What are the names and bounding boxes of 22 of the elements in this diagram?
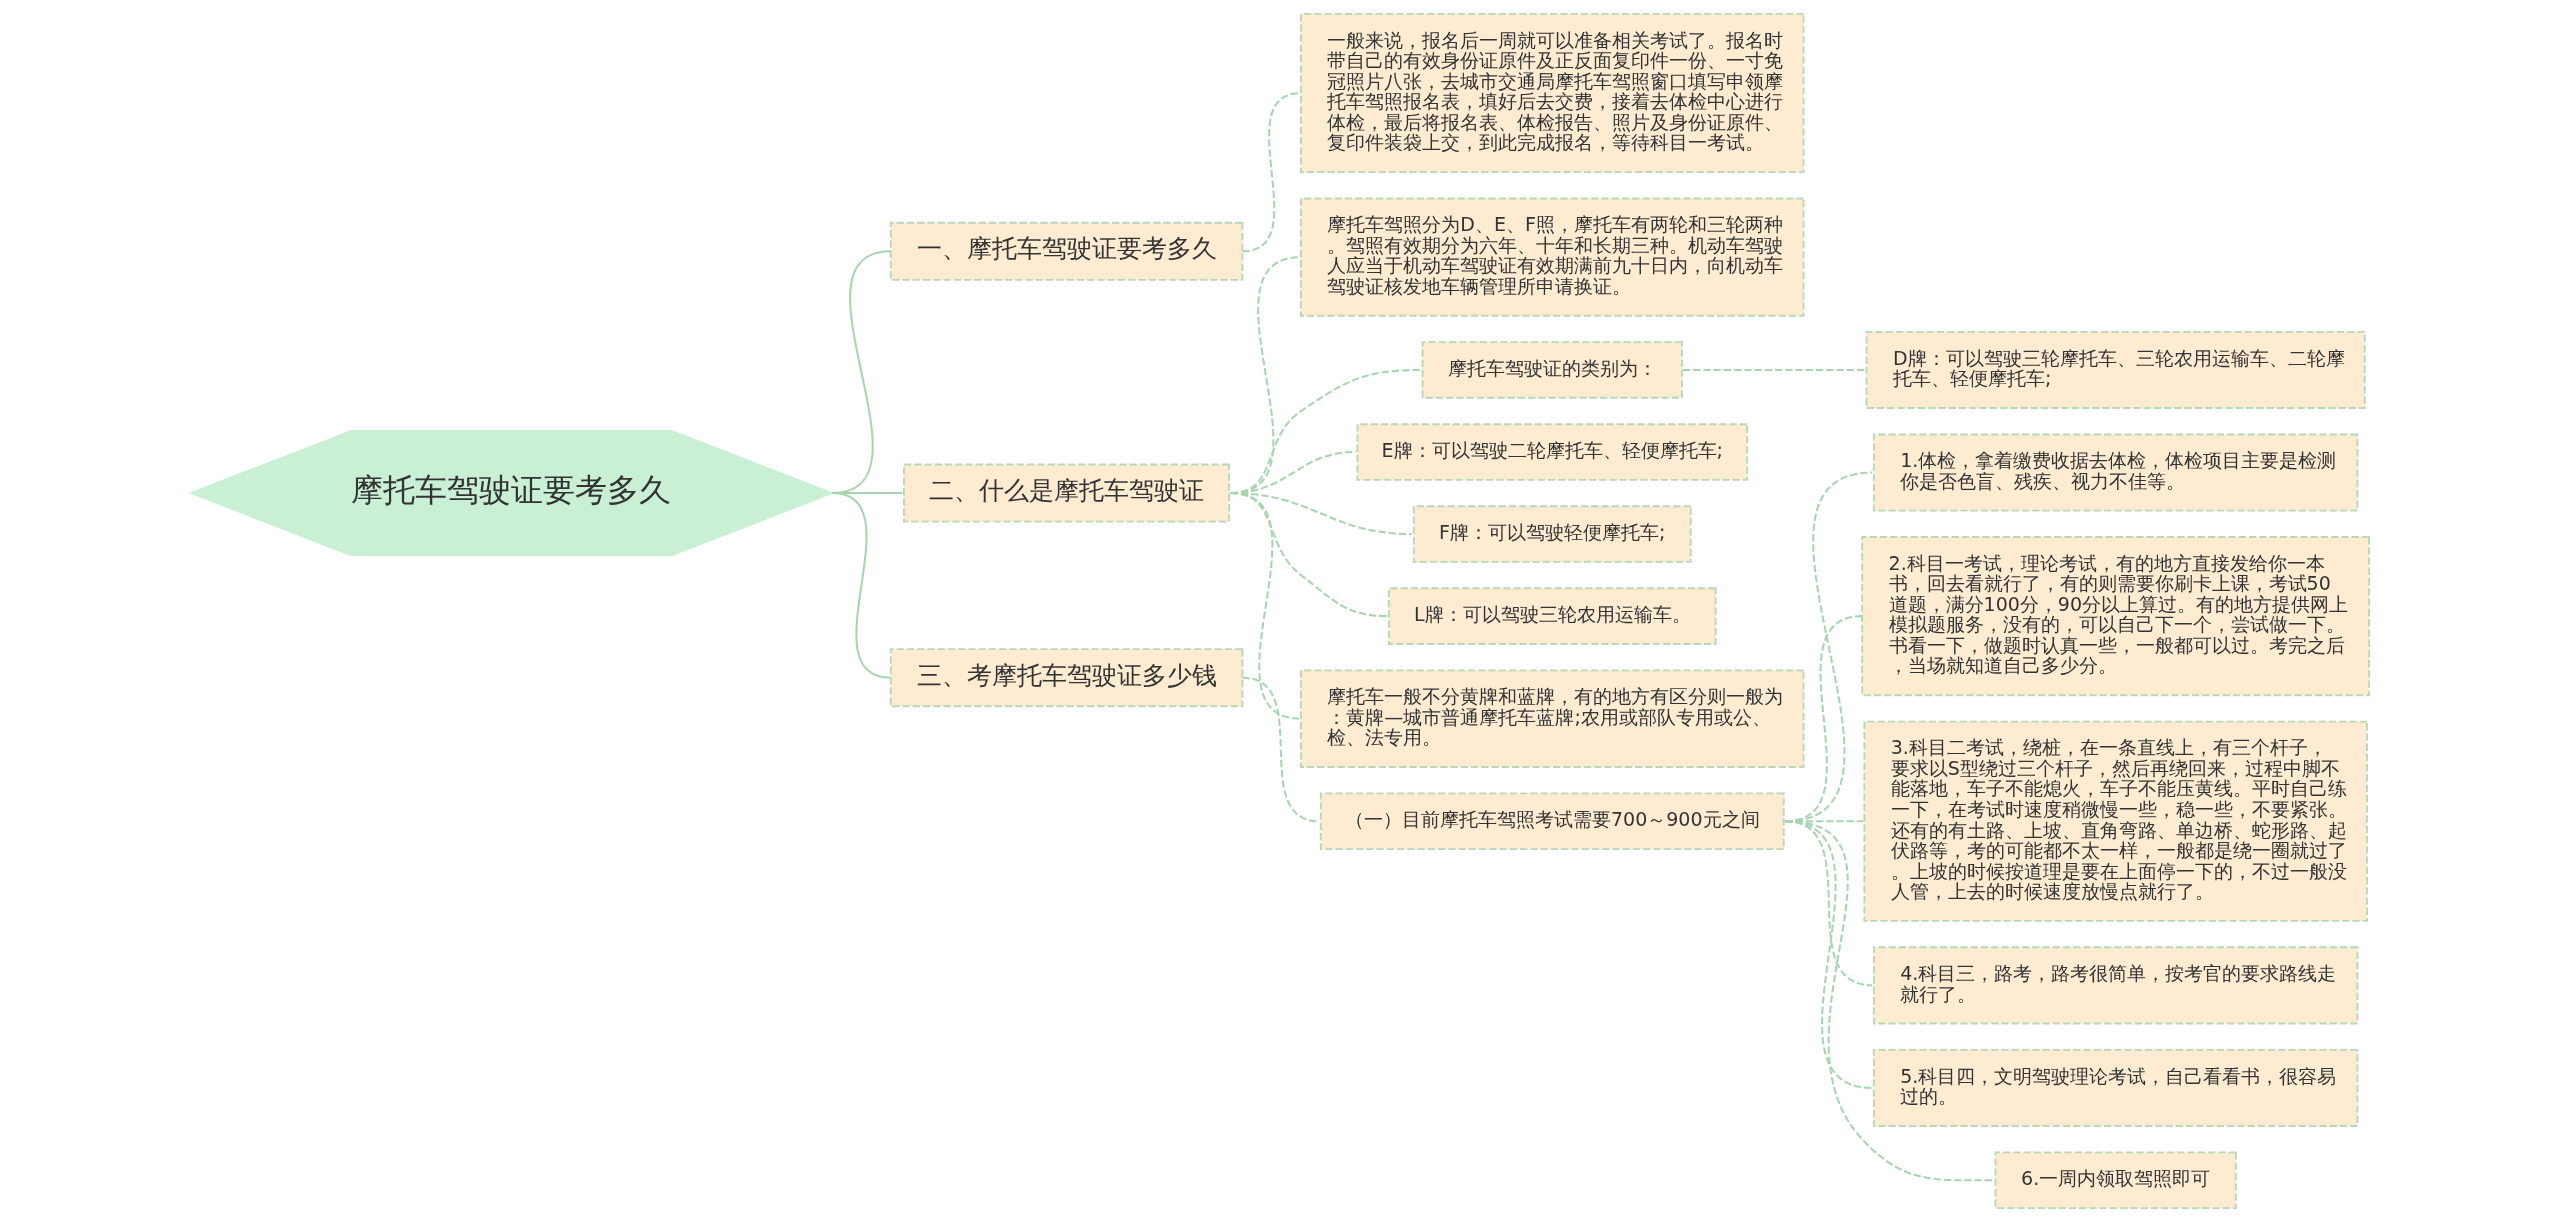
node-box: 4.科目三，路考，路考很简单，按考官的要求路线走就行了。 <box>1872 946 2359 1025</box>
connector <box>1785 820 1995 1182</box>
node-box: 2.科目一考试，理论考试，有的地方直接发给你一本书，回去看就行了，有的则需要你刷卡上课，考试50道题，满分100分，90分以上算过。有的地方提供网上模拟题服务，没有的，可以自己下一个，尝试做一下。书看一下，做题时认真一些，一般都可以过。考完之后，当场就知道自己多少分。 <box>1861 536 2371 697</box>
node-box: 1.体检，拿着缴费收据去体检，体检项目主要是检测你是否色盲、残疾、视力不佳等。 <box>1872 433 2359 512</box>
node-box: 6.一周内领取驾照即可 <box>1994 1151 2237 1210</box>
node-box: 摩托车一般不分黄牌和蓝牌，有的地方有区分则一般为：黄牌—城市普通摩托车蓝牌;农用或部队专用或公、检、法专用。 <box>1300 669 1805 768</box>
node-box: 5.科目四，文明驾驶理论考试，自己看看书，很容易过的。 <box>1872 1048 2359 1127</box>
node-box: D牌：可以驾驶三轮摩托车、三轮农用运输车、二轮摩托车、轻便摩托车; <box>1865 330 2366 409</box>
node-box: 摩托车驾驶证的类别为： <box>1421 341 1683 399</box>
node-box: 二、什么是摩托车驾驶证 <box>902 463 1231 523</box>
node-box: F牌：可以驾驶轻便摩托车; <box>1412 505 1692 563</box>
node-box: 三、考摩托车驾驶证多少钱 <box>889 648 1244 708</box>
connector <box>1682 368 1866 371</box>
node-box: 摩托车驾照分为D、E、F照，摩托车有两轮和三轮两种。驾照有效期分为六年、十年和长期三种。机动车驾驶人应当于机动车驾驶证有效期满前九十日内，向机动车驾驶证核发地车辆管理所申请换证。 <box>1300 197 1805 317</box>
connector <box>831 492 891 679</box>
node-box: L牌：可以驾驶三轮农用运输车。 <box>1387 587 1717 645</box>
connector <box>1230 492 1302 720</box>
node-box: 3.科目二考试，绕桩，在一条直线上，有三个杆子，要求以S型绕过三个杆子，然后再绕回来，过程中脚不能落地，车子不能熄火，车子不能压黄线。平时自己练一下，在考试时速度稍微慢一些，稳一些，不要紧张。还有的有土路、上坡、直角弯路、单边桥、蛇形路、起伏路等，考的可能都不太一样，一般都是绕一圈就过了。上坡的时候按道理是要在上面停一下的，不过一般没人管，上去的时候速度放慢点就行了。 <box>1863 720 2368 922</box>
node-box: 一般来说，报名后一周就可以准备相关考试了。报名时带自己的有效身份证原件及正反面复印件一份、一寸免冠照片八张，去城市交通局摩托车驾照窗口填写申领摩托车驾照报名表，填好后去交费，接着去体检中心进行体检，最后将报名表、体检报告、照片及身份证原件、复印件装袋上交，到此完成报名，等待科目一考试。 <box>1300 12 1805 174</box>
node-box: E牌：可以驾驶二轮摩托车、轻便摩托车; <box>1356 423 1749 481</box>
node-box: （一）目前摩托车驾照考试需要700～900元之间 <box>1319 792 1785 851</box>
node-box: 一、摩托车驾驶证要考多久 <box>889 221 1244 281</box>
